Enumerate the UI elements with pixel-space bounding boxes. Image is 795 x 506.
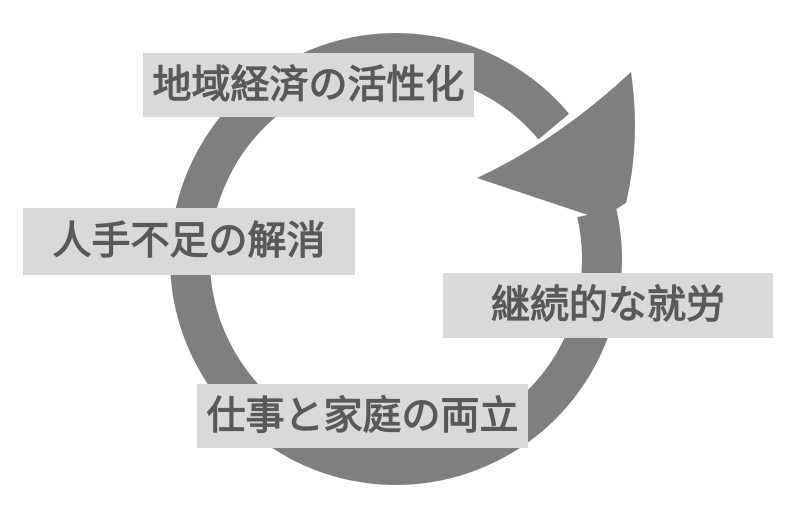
cycle-step-work-life: 仕事と家庭の両立 xyxy=(197,384,528,448)
cycle-arrowhead xyxy=(477,72,635,219)
cycle-step-regional-economy: 地域経済の活性化 xyxy=(143,53,474,117)
cycle-step-labor-shortage: 人手不足の解消 xyxy=(23,208,355,275)
cycle-step-continuous-work: 継続的な就労 xyxy=(443,273,773,338)
